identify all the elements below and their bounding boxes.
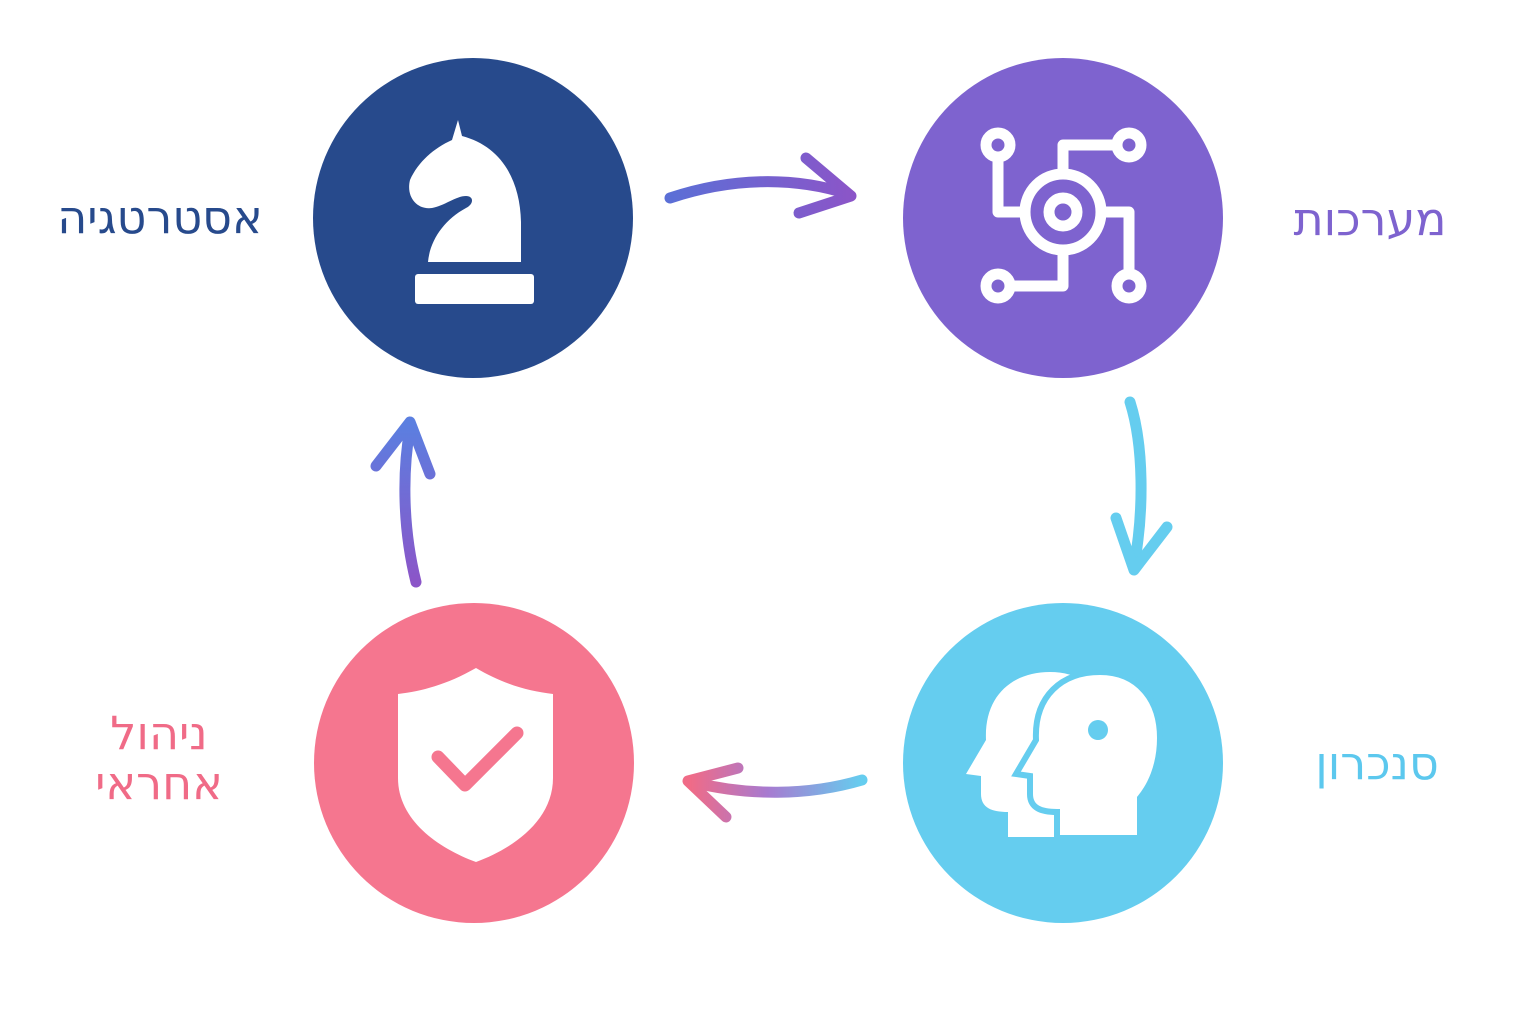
circuit-network-icon (980, 127, 1147, 304)
arrow-risk-to-strategy (370, 416, 436, 588)
heads-gear-icon (966, 668, 1164, 841)
systems-circle (903, 58, 1223, 378)
gear-icon (1062, 694, 1134, 766)
risk-label: ניהול אחראי (66, 708, 252, 808)
arrow-systems-to-sync (1110, 396, 1173, 576)
node-sync (903, 603, 1223, 923)
arrow-sync-to-risk (682, 762, 868, 823)
node-strategy (313, 58, 633, 378)
node-systems (903, 58, 1223, 378)
chess-knight-icon (409, 120, 534, 304)
systems-label: מערכות (1293, 192, 1447, 246)
risk-label-line2: אחראי (95, 756, 223, 810)
node-risk (314, 603, 634, 923)
shield-check-icon (398, 668, 553, 862)
sync-label: סנכרון (1315, 736, 1439, 790)
risk-label-line1: ניהול (110, 706, 208, 760)
strategy-label: אסטרטגיה (57, 190, 263, 244)
arrow-strategy-to-systems (664, 152, 857, 219)
